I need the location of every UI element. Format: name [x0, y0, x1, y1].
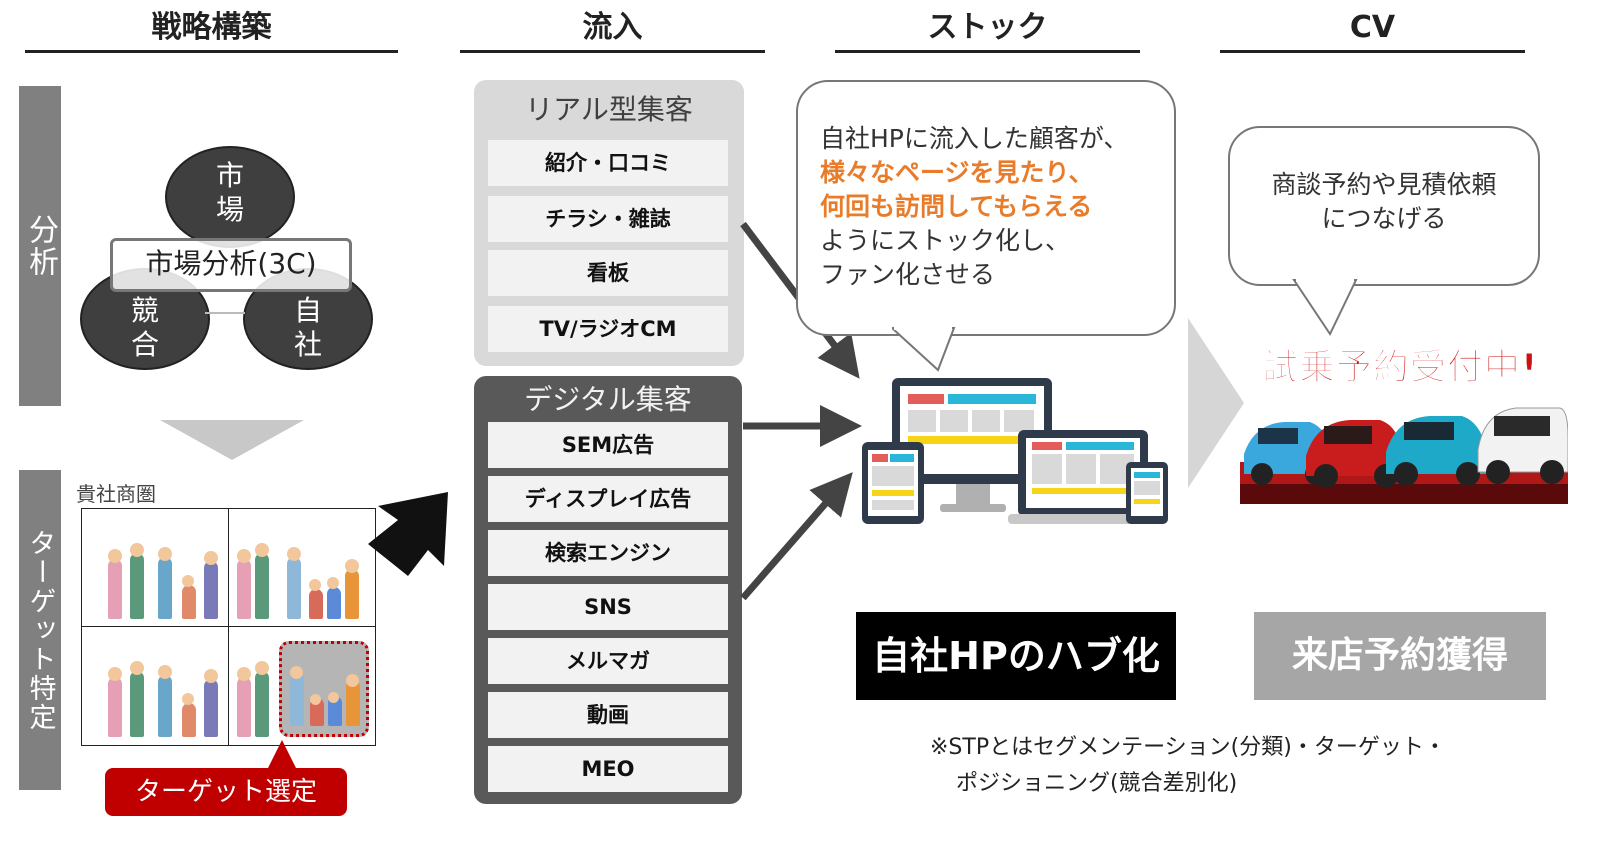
real-acquisition-title: リアル型集客 — [525, 93, 693, 126]
arrow-to-inflow-icon — [368, 492, 448, 576]
down-chevron-icon — [160, 420, 304, 460]
market-analysis-label: 市場分析(3C) — [110, 238, 352, 292]
stock-text-line4: ようにストック化し、 — [820, 226, 1071, 255]
target-select-label: ターゲット選定 — [105, 768, 347, 816]
flow-arrows — [740, 221, 862, 601]
digital-item-search: 検索エンジン — [488, 530, 728, 576]
real-acquisition-panel: リアル型集客 紹介・口コミ チラシ・雑誌 看板 TV/ラジオCM — [474, 80, 744, 366]
real-item-referral: 紹介・口コミ — [488, 140, 728, 186]
stock-text-line2: 様々なページを見たり、 — [820, 158, 1094, 187]
target-highlight — [279, 641, 369, 737]
stock-text-line1: 自社HPに流入した顧客が、 — [820, 124, 1129, 153]
cv-bubble-tail — [1292, 278, 1358, 336]
footnote-line2: ポジショニング(競合差別化) — [956, 771, 1238, 796]
circle-connector — [205, 312, 245, 314]
self-label: 自社 — [293, 294, 322, 361]
digital-item-mailmag: メルマガ — [488, 638, 728, 684]
digital-item-sem: SEM広告 — [488, 422, 728, 468]
right-chevron-icon — [1188, 318, 1244, 488]
competitor-label: 競合 — [130, 294, 159, 361]
footnote-line1: ※STPとはセグメンテーション(分類)・ターゲット・ — [930, 735, 1446, 760]
digital-item-display: ディスプレイ広告 — [488, 476, 728, 522]
digital-item-meo: MEO — [488, 746, 728, 792]
real-item-flyer: チラシ・雑誌 — [488, 196, 728, 242]
stock-text-line5: ファン化させる — [820, 260, 996, 289]
digital-acquisition-panel: デジタル集客 SEM広告 ディスプレイ広告 検索エンジン SNS メルマガ 動画… — [474, 376, 742, 804]
stock-text-line3: 何回も訪問してもらえる — [820, 192, 1093, 221]
devices-icon — [862, 378, 1168, 524]
stock-bubble-tail — [892, 326, 956, 372]
footnote: ※STPとはセグメンテーション(分類)・ターゲット・ ポジショニング(競合差別化… — [930, 730, 1446, 802]
target-bar: ターゲット特定 — [19, 470, 61, 790]
cv-text-line2: につなげる — [1321, 204, 1447, 233]
family-cell-1 — [81, 508, 229, 628]
target-callout-pointer — [266, 740, 298, 772]
column-header-strategy: 戦略構築 — [25, 8, 398, 53]
column-header-stock: ストック — [835, 8, 1140, 53]
trade-area-label: 貴社商圏 — [76, 482, 156, 506]
digital-item-video: 動画 — [488, 692, 728, 738]
market-label: 市場 — [215, 159, 244, 226]
cars-banner-image — [1240, 366, 1568, 504]
cv-label: 来店予約獲得 — [1254, 612, 1546, 700]
real-item-signboard: 看板 — [488, 250, 728, 296]
cv-text-line1: 商談予約や見積依頼 — [1271, 170, 1497, 199]
market-circle: 市場 — [165, 146, 295, 248]
real-item-tv-radio: TV/ラジオCM — [488, 306, 728, 352]
stock-speech-bubble: 自社HPに流入した顧客が、 様々なページを見たり、 何回も訪問してもらえる よう… — [796, 80, 1176, 336]
family-cell-3 — [81, 626, 229, 746]
hub-label: 自社HPのハブ化 — [856, 612, 1176, 700]
cv-speech-bubble: 商談予約や見積依頼 につなげる — [1228, 126, 1540, 286]
column-header-inflow: 流入 — [460, 8, 765, 53]
analysis-bar: 分析 — [19, 86, 61, 406]
digital-acquisition-title: デジタル集客 — [524, 383, 692, 416]
family-cell-4 — [228, 626, 376, 746]
family-cell-2 — [228, 508, 376, 628]
column-header-cv: CV — [1220, 8, 1525, 53]
digital-item-sns: SNS — [488, 584, 728, 630]
